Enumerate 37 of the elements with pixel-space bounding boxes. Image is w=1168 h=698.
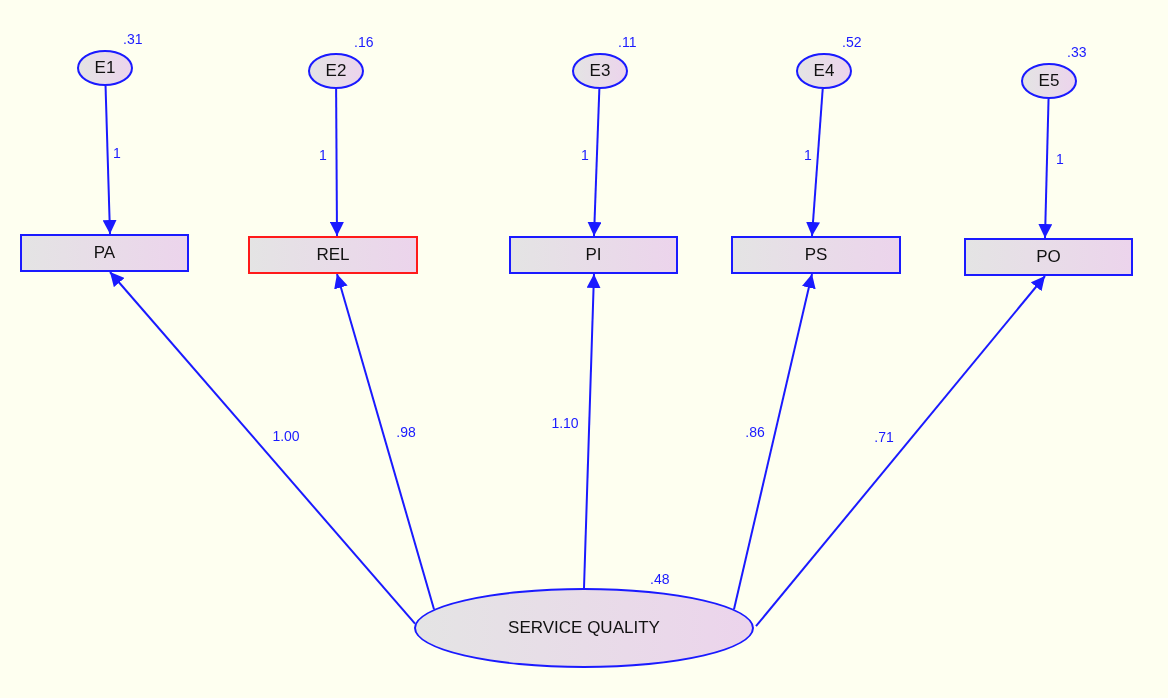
variance-label: .52 bbox=[842, 35, 862, 49]
node-label: PO bbox=[1036, 247, 1061, 267]
error-term-circle bbox=[796, 53, 852, 89]
observed-variable-box bbox=[964, 238, 1133, 276]
node-label: E1 bbox=[94, 58, 116, 78]
arrow bbox=[109, 271, 416, 625]
observed-variable-box bbox=[731, 236, 901, 274]
arrow bbox=[329, 88, 344, 237]
observed-variable-box bbox=[509, 236, 678, 274]
node-label: PI bbox=[585, 245, 602, 265]
node-label: REL bbox=[316, 245, 350, 265]
arrow bbox=[1038, 98, 1053, 239]
observed-variable-box bbox=[248, 236, 418, 274]
variance-label: .16 bbox=[354, 35, 374, 49]
node-label: E2 bbox=[325, 61, 347, 81]
arrow bbox=[583, 273, 601, 589]
node-label: SERVICE QUALITY bbox=[508, 618, 660, 638]
arrow bbox=[755, 275, 1046, 628]
variance-label: .33 bbox=[1067, 45, 1087, 59]
arrow bbox=[733, 273, 816, 611]
arrow bbox=[806, 88, 824, 237]
node-label: E5 bbox=[1038, 71, 1060, 91]
arrow bbox=[334, 273, 435, 611]
error-term-circle bbox=[572, 53, 628, 89]
error-term-circle bbox=[77, 50, 133, 86]
node-label: E4 bbox=[813, 61, 835, 81]
node-label: PS bbox=[804, 245, 828, 265]
error-term-circle bbox=[1021, 63, 1077, 99]
variance-label: .48 bbox=[650, 572, 670, 586]
observed-variable-box bbox=[20, 234, 189, 272]
arrow bbox=[102, 85, 117, 235]
variance-label: .11 bbox=[618, 35, 637, 49]
error-term-circle bbox=[308, 53, 364, 89]
node-label: PA bbox=[93, 243, 116, 263]
arrow bbox=[587, 88, 602, 237]
variance-label: .31 bbox=[123, 32, 143, 46]
node-label: E3 bbox=[589, 61, 611, 81]
